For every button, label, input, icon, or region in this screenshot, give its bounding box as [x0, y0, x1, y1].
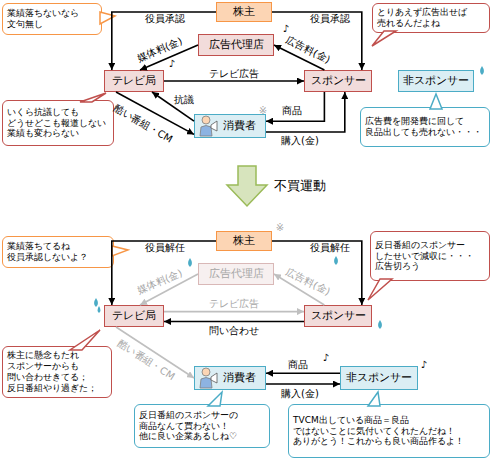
- annotation-label: ♪: [323, 352, 329, 363]
- edge-label: 商品: [282, 104, 302, 118]
- edge-label: テレビ広告: [209, 67, 259, 81]
- callout-tail: [372, 31, 396, 46]
- sponsor-box: スポンサー: [304, 70, 372, 92]
- annotation-label: ※: [276, 222, 284, 233]
- callout-tail: [112, 246, 128, 256]
- speech-callout: 業績落ちてるね 役員承認しないよ？: [2, 236, 114, 268]
- callout-tail: [100, 12, 115, 24]
- node-text: 反日番組のスポンサー したせいで減収に・・・ 広告切ろう: [375, 240, 485, 272]
- sweat-drop: [378, 320, 382, 329]
- node-text: とりあえず広告出せば 売れるんだよね: [377, 7, 485, 29]
- non-sponsor-box: 非スポンサー: [398, 70, 474, 92]
- speech-callout: 広告費を開発費に回して 良品出しても売れない・・・: [360, 107, 490, 147]
- sweat-drop: [98, 306, 101, 313]
- node-text: 広告代理店: [209, 268, 264, 281]
- flow-arrow: [266, 383, 340, 385]
- node-text: 非スポンサー: [403, 75, 469, 88]
- speech-callout: 業績落ちないなら 文句無し: [2, 3, 102, 35]
- node-text: 業績落ちないなら 文句無し: [7, 8, 97, 30]
- flow-arrow: [266, 92, 345, 132]
- shareholder-box: 株主: [216, 2, 272, 22]
- node-text: 株主: [233, 6, 255, 19]
- edge-label: 商品: [288, 358, 308, 372]
- node-text: テレビ局: [112, 310, 156, 323]
- transition-arrow: [227, 166, 267, 206]
- flow-arrow: [266, 372, 340, 374]
- tv-station-box: テレビ局: [104, 70, 164, 92]
- edge-label: 問い合わせ: [209, 324, 259, 338]
- node-text: スポンサー: [311, 75, 366, 88]
- node-text: 消費者: [223, 120, 256, 133]
- node-text: スポンサー: [311, 310, 366, 323]
- sponsor-box: スポンサー: [304, 305, 372, 327]
- edge-label: テレビ広告: [209, 297, 259, 311]
- node-text: 株主に懸念もたれ スポンサーからも 問い合わせきてる； 反日番組やり過ぎた；: [7, 350, 107, 393]
- sweat-drop: [94, 298, 98, 307]
- node-text: いくら抗議しても どうせどこも報道しない 業績も変わらない: [7, 107, 109, 139]
- edge-label: 役員解任: [145, 241, 185, 255]
- node-text: TVCM出している商品＝良品 ではないことに気付いてくれたんだね！ ありがとう！…: [293, 415, 485, 447]
- sweat-drops: [94, 66, 484, 329]
- node-text: 広告費を開発費に回して 良品出しても売れない・・・: [365, 116, 485, 138]
- edge-label: 酷い番組・CM: [111, 102, 175, 147]
- shareholder-box: 株主: [216, 231, 272, 251]
- node-text: 反日番組のスポンサーの 商品なんて買わない！ 他に良い企業あるしね♡: [139, 410, 265, 442]
- speech-callout: いくら抗議しても どうせどこも報道しない 業績も変わらない: [2, 100, 114, 146]
- tv-station-box: テレビ局: [104, 305, 164, 327]
- agency-box: 広告代理店: [198, 34, 274, 56]
- annotation-label: ♪: [283, 23, 289, 34]
- edge-label: 広告料(金): [284, 265, 333, 299]
- edge-label: 媒体料(金): [135, 266, 184, 298]
- flow-arrow: [266, 92, 324, 121]
- consumer-box: 消費者: [194, 114, 266, 138]
- sweat-drop: [188, 258, 192, 267]
- annotation-label: ※: [259, 105, 267, 116]
- edge-label: 役員解任: [310, 241, 350, 255]
- edge-group: [112, 12, 362, 384]
- edge-label: 購入(金): [281, 387, 319, 401]
- speech-callout: TVCM出している商品＝良品 ではないことに気付いてくれたんだね！ ありがとう！…: [288, 404, 490, 458]
- sweat-drop: [334, 256, 338, 265]
- edge-label: 酷い番組・CM: [115, 336, 178, 383]
- speech-callout: とりあえず広告出せば 売れるんだよね: [372, 3, 490, 33]
- flow-arrow: [164, 80, 304, 82]
- sweat-drop: [480, 66, 484, 75]
- annotation-label: 不買運動: [274, 177, 326, 195]
- edge-label: 抗議: [174, 93, 194, 107]
- node-text: テレビ局: [112, 75, 156, 88]
- non-sponsor-box: 非スポンサー: [340, 366, 418, 390]
- speech-callout: 株主に懸念もたれ スポンサーからも 問い合わせきてる； 反日番組やり過ぎた；: [2, 346, 112, 398]
- node-text: 株主: [233, 235, 255, 248]
- speech-callout: 反日番組のスポンサー したせいで減収に・・・ 広告切ろう: [370, 231, 490, 281]
- callout-tail: [368, 279, 392, 300]
- annotation-label: ♪: [421, 359, 427, 370]
- speech-callout: 反日番組のスポンサーの 商品なんて買わない！ 他に良い企業あるしね♡: [134, 404, 270, 448]
- consumer-icons: [200, 116, 217, 388]
- node-text: 広告代理店: [209, 39, 264, 52]
- flow-arrow: [164, 321, 304, 323]
- annotation-label: ♪: [169, 58, 175, 69]
- edge-label: 媒体料(金): [135, 34, 184, 66]
- flow-arrow: [272, 12, 362, 70]
- node-text: 非スポンサー: [346, 372, 412, 385]
- node-text: 業績落ちてるね 役員承認しないよ？: [7, 241, 109, 263]
- consumer-box: 消費者: [194, 366, 266, 390]
- edge-label: 役員承認: [310, 12, 350, 26]
- edge-label: 購入(金): [281, 134, 319, 148]
- edge-label: 広告料(金): [284, 33, 333, 67]
- edge-label: 役員承認: [145, 12, 185, 26]
- agency-box: 広告代理店: [198, 263, 274, 285]
- node-text: 消費者: [223, 372, 256, 385]
- flow-arrow: [152, 92, 194, 121]
- callout-tails: [70, 12, 442, 406]
- flow-arrow: [164, 311, 304, 313]
- flow-arrow: [272, 241, 362, 305]
